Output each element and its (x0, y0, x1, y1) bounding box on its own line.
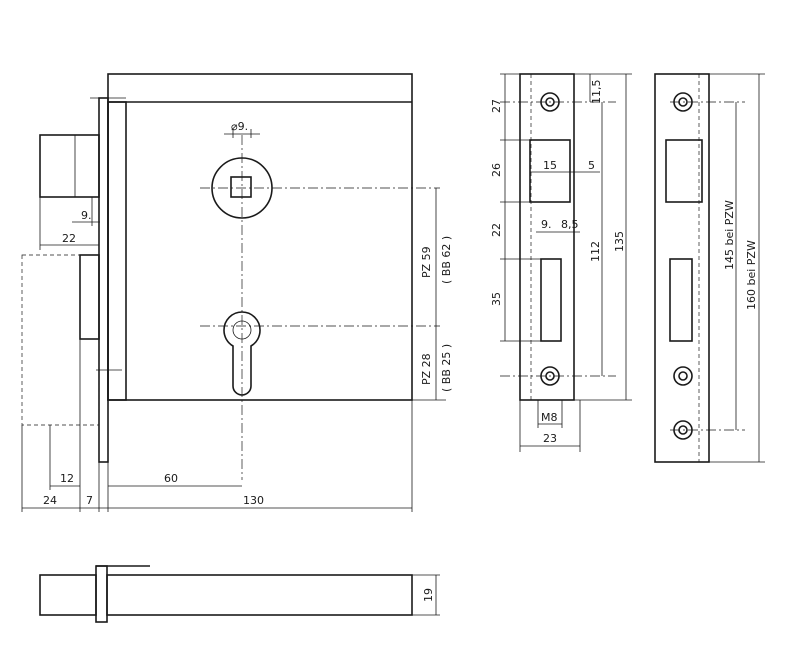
dim-label: 26 (490, 163, 503, 177)
dim-label: 9. (81, 209, 92, 222)
dim-label: 60 (164, 472, 178, 485)
dim-label: 135 (613, 231, 626, 252)
dim-label: 27 (490, 99, 503, 113)
dim-label: 19 (422, 588, 435, 602)
dim-label: ( BB 62 ) (440, 236, 453, 284)
latch-bolt (39, 134, 100, 198)
dim-label: 5 (588, 159, 595, 172)
cylinder-keyhole (223, 311, 261, 396)
forend-side-view: 27 26 22 35 11,5 15 5 9. 8,5 112 135 M8 … (490, 73, 632, 452)
square-spindle-hole (230, 176, 252, 198)
main-dimensions: ⌀9. 9. 22 PZ 59 ( BB 62 ) PZ 28 ( BB 25 … (21, 120, 453, 512)
dim-label: 24 (43, 494, 57, 507)
dim-label: 22 (62, 232, 76, 245)
dim-label: 11,5 (590, 80, 603, 105)
dim-label: 23 (543, 432, 557, 445)
dim-label: 22 (490, 223, 503, 237)
forend-plate (98, 97, 109, 463)
dim-label: 112 (589, 241, 602, 262)
dim-label: PZ 28 (420, 353, 433, 385)
dim-label: 160 bei PZW (745, 240, 758, 310)
lock-bottom-view: 19 (39, 565, 440, 623)
dead-bolt (21, 254, 100, 426)
dim-label: M8 (541, 411, 558, 424)
dim-label: 145 bei PZW (723, 200, 736, 270)
case-outline (107, 73, 413, 401)
dim-label: ⌀9. (231, 120, 248, 133)
dim-label: 15 (543, 159, 557, 172)
dim-label: 8,5 (561, 218, 579, 231)
dim-label: ( BB 25 ) (440, 344, 453, 392)
strike-plate-view: 145 bei PZW 160 bei PZW (654, 73, 765, 463)
dim-label: PZ 59 (420, 246, 433, 278)
dim-label: 12 (60, 472, 74, 485)
dim-label: 35 (490, 292, 503, 306)
lock-body-front-view (21, 73, 440, 480)
forend-inner (107, 101, 127, 401)
dim-label: 130 (243, 494, 264, 507)
dim-label: 7 (86, 494, 93, 507)
dim-label: 9. (541, 218, 552, 231)
